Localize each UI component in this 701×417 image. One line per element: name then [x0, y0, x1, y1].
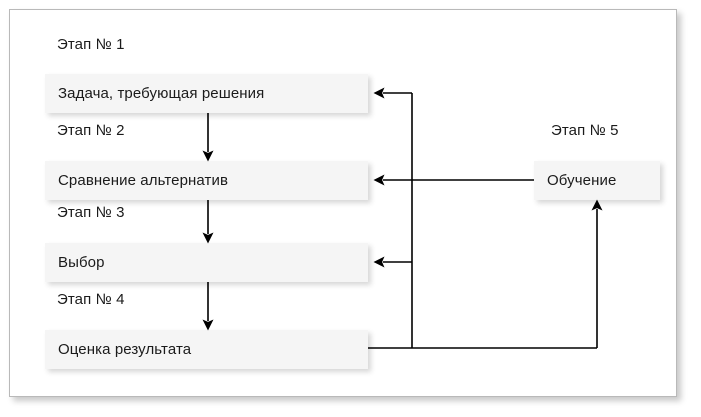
node-box-problem-text: Задача, требующая решения — [58, 85, 265, 102]
node-box-problem[interactable]: Задача, требующая решения — [45, 74, 368, 113]
node-box-evaluate-result[interactable]: Оценка результата — [45, 330, 368, 369]
stage-label-1: Этап № 1 — [57, 36, 125, 53]
stage-label-2: Этап № 2 — [57, 122, 125, 139]
node-box-choice[interactable]: Выбор — [45, 243, 368, 282]
node-box-compare-alternatives-text: Сравнение альтернатив — [58, 172, 229, 189]
stage-label-5: Этап № 5 — [551, 122, 619, 139]
node-box-learning[interactable]: Обучение — [534, 161, 660, 200]
stage-label-3: Этап № 3 — [57, 204, 125, 221]
stage-label-4: Этап № 4 — [57, 291, 125, 308]
node-box-compare-alternatives[interactable]: Сравнение альтернатив — [45, 161, 368, 200]
node-box-evaluate-result-text: Оценка результата — [58, 341, 192, 358]
node-box-learning-text: Обучение — [547, 172, 617, 189]
node-box-choice-text: Выбор — [58, 254, 105, 271]
